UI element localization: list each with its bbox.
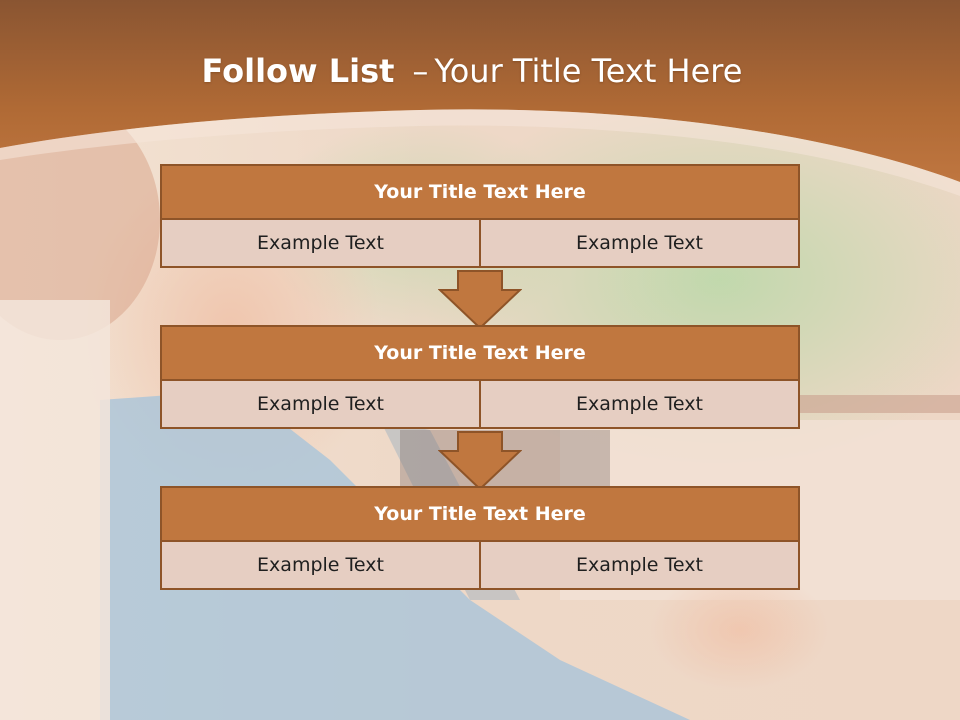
- block-cell-left: Example Text: [160, 379, 481, 429]
- list-block: Your Title Text Here Example Text Exampl…: [160, 164, 800, 268]
- down-arrow-icon: [438, 270, 522, 330]
- list-block: Your Title Text Here Example Text Exampl…: [160, 486, 800, 590]
- header-band: [0, 0, 960, 196]
- block-title: Your Title Text Here: [160, 486, 800, 542]
- list-block: Your Title Text Here Example Text Exampl…: [160, 325, 800, 429]
- block-cell-left: Example Text: [160, 540, 481, 590]
- block-title: Your Title Text Here: [160, 325, 800, 381]
- block-title: Your Title Text Here: [160, 164, 800, 220]
- block-cell-right: Example Text: [479, 379, 800, 429]
- slide-title-rest: Your Title Text Here: [434, 52, 743, 90]
- block-row: Example Text Example Text: [160, 379, 800, 429]
- block-row: Example Text Example Text: [160, 218, 800, 268]
- block-cell-left: Example Text: [160, 218, 481, 268]
- slide-title-separator: –: [412, 52, 429, 90]
- block-row: Example Text Example Text: [160, 540, 800, 590]
- down-arrow-icon: [438, 431, 522, 491]
- block-cell-right: Example Text: [479, 540, 800, 590]
- block-cell-right: Example Text: [479, 218, 800, 268]
- slide-title: Follow List–Your Title Text Here: [0, 52, 944, 90]
- slide-title-bold: Follow List: [201, 52, 395, 90]
